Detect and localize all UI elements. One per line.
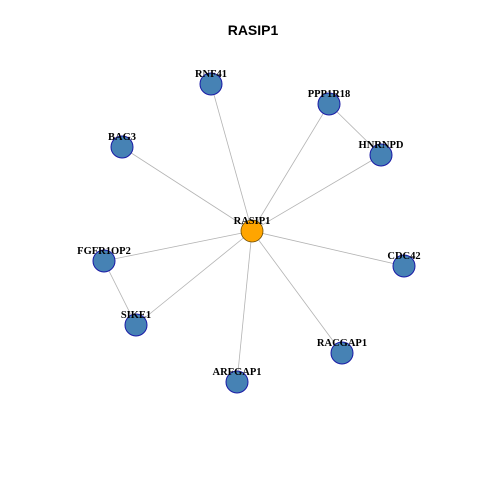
edge-rasip1-bag3 — [121, 146, 253, 232]
node-rnf41: RNF41 — [195, 69, 227, 96]
node-label: BAG3 — [108, 132, 136, 143]
graph-title: RASIP1 — [228, 22, 279, 38]
node-bag3: BAG3 — [108, 132, 136, 159]
node-label: HNRNPD — [359, 140, 404, 151]
node-label: RACGAP1 — [317, 338, 367, 349]
node-fgfr1op2: FGFR1OP2 — [77, 246, 131, 273]
node-sike1: SIKE1 — [121, 310, 151, 337]
center-node-circle — [240, 219, 264, 243]
node-circle — [124, 313, 148, 337]
node-arfgap1: ARFGAP1 — [213, 367, 262, 394]
node-label: PPP1R18 — [308, 89, 351, 100]
edge-rasip1-hnrnpd — [251, 154, 382, 232]
node-circle — [110, 135, 134, 159]
node-label: RASIP1 — [234, 216, 271, 227]
node-circle — [369, 143, 393, 167]
node-label: SIKE1 — [121, 310, 151, 321]
node-rasip1: RASIP1 — [234, 216, 271, 243]
node-racgap1: RACGAP1 — [317, 338, 367, 365]
node-hnrnpd: HNRNPD — [359, 140, 404, 167]
edge-rasip1-arfgap1 — [236, 230, 253, 383]
edge-ppp1r18-hnrnpd — [328, 103, 382, 156]
edges-layer — [103, 83, 405, 383]
node-circle — [392, 254, 416, 278]
edge-rasip1-racgap1 — [251, 230, 343, 354]
node-label: CDC42 — [387, 251, 420, 262]
node-label: FGFR1OP2 — [77, 246, 131, 257]
node-circle — [330, 341, 354, 365]
node-circle — [199, 72, 223, 96]
edge-rasip1-rnf41 — [210, 83, 253, 232]
edge-rasip1-ppp1r18 — [251, 103, 330, 232]
node-circle — [317, 92, 341, 116]
node-circle — [92, 249, 116, 273]
node-cdc42: CDC42 — [387, 251, 421, 278]
edge-rasip1-fgfr1op2 — [103, 230, 253, 262]
node-label: ARFGAP1 — [213, 367, 262, 378]
edge-rasip1-sike1 — [135, 230, 253, 326]
node-circle — [225, 370, 249, 394]
edge-fgfr1op2-sike1 — [103, 260, 137, 326]
edge-rasip1-cdc42 — [251, 230, 405, 267]
node-ppp1r18: PPP1R18 — [308, 89, 351, 116]
node-label: RNF41 — [195, 69, 227, 80]
